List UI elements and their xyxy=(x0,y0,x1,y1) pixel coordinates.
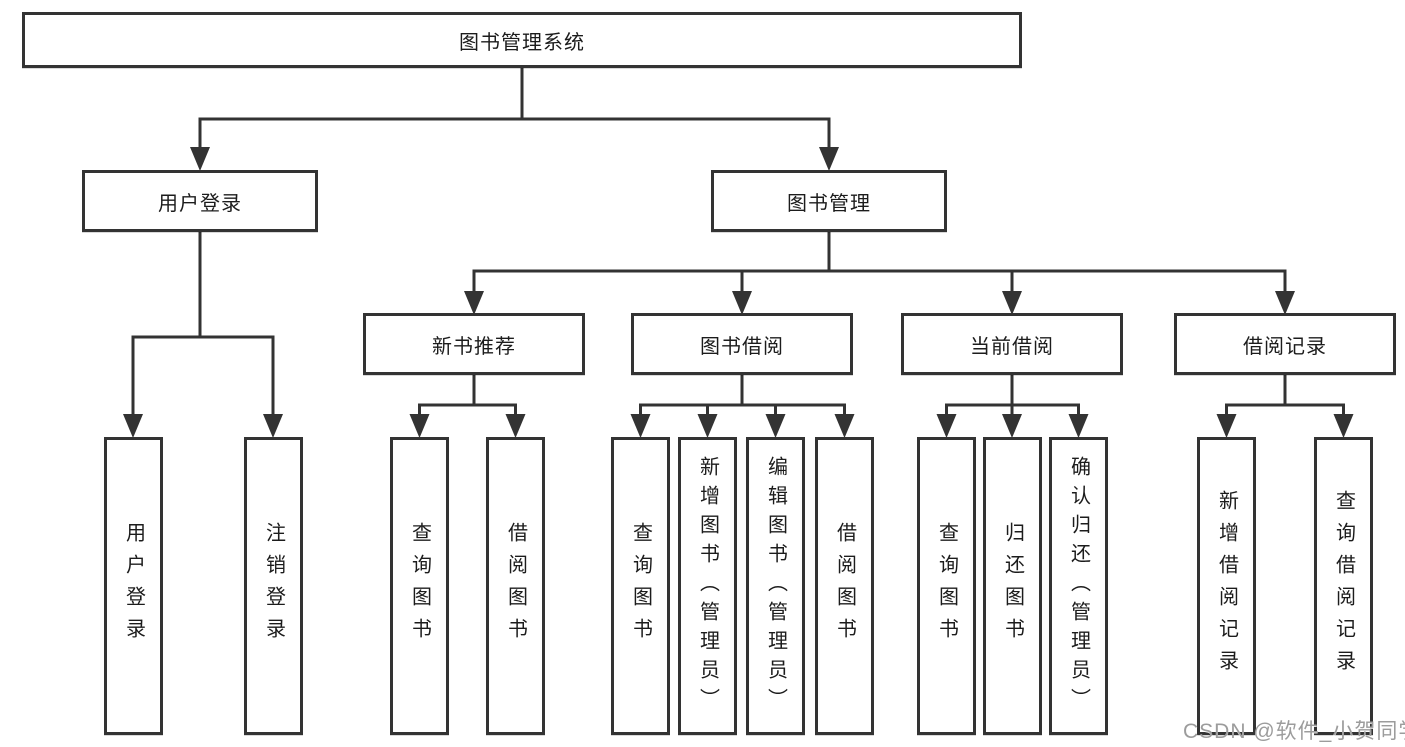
leaf-label: 确认归还（管理员） xyxy=(1067,455,1090,717)
leaf-label: 用户登录 xyxy=(122,522,145,650)
leaf-return-books: 归还图书 xyxy=(983,437,1042,735)
leaf-edit-books-admin: 编辑图书（管理员） xyxy=(746,437,805,735)
leaf-add-borrow-record: 新增借阅记录 xyxy=(1197,437,1256,735)
node-label: 图书管理系统 xyxy=(459,31,585,54)
arrowheads xyxy=(123,147,1354,438)
node-book-borrow: 图书借阅 xyxy=(631,313,853,375)
leaf-label: 查询借阅记录 xyxy=(1332,490,1355,682)
connector-lines xyxy=(131,68,1345,416)
node-current-borrow: 当前借阅 xyxy=(901,313,1123,375)
leaf-label: 编辑图书（管理员） xyxy=(764,455,787,717)
node-user-login-branch: 用户登录 xyxy=(82,170,318,232)
node-new-book-recommend: 新书推荐 xyxy=(363,313,585,375)
node-label: 图书借阅 xyxy=(700,335,784,358)
leaf-label: 查询图书 xyxy=(408,522,431,650)
node-label: 当前借阅 xyxy=(970,335,1054,358)
node-label: 图书管理 xyxy=(787,192,871,215)
leaf-label: 查询图书 xyxy=(935,522,958,650)
leaf-logout: 注销登录 xyxy=(244,437,303,735)
leaf-label: 新增借阅记录 xyxy=(1215,490,1238,682)
leaf-label: 归还图书 xyxy=(1001,522,1024,650)
leaf-add-books-admin: 新增图书（管理员） xyxy=(678,437,737,735)
node-label: 用户登录 xyxy=(158,192,242,215)
leaf-query-borrow-record: 查询借阅记录 xyxy=(1314,437,1373,735)
leaf-borrow-books: 借阅图书 xyxy=(815,437,874,735)
node-book-management-branch: 图书管理 xyxy=(711,170,947,232)
leaf-label: 查询图书 xyxy=(629,522,652,650)
leaf-borrow-books-recommend: 借阅图书 xyxy=(486,437,545,735)
leaf-query-books-borrow: 查询图书 xyxy=(611,437,670,735)
node-label: 新书推荐 xyxy=(432,335,516,358)
csdn-watermark: CSDN @软件_小贺同学 xyxy=(1183,720,1405,743)
leaf-label: 新增图书（管理员） xyxy=(696,455,719,717)
leaf-user-login: 用户登录 xyxy=(104,437,163,735)
node-label: 借阅记录 xyxy=(1243,335,1327,358)
leaf-query-books-current: 查询图书 xyxy=(917,437,976,735)
leaf-query-books-recommend: 查询图书 xyxy=(390,437,449,735)
leaf-label: 借阅图书 xyxy=(833,522,856,650)
leaf-label: 借阅图书 xyxy=(504,522,527,650)
leaf-confirm-return-admin: 确认归还（管理员） xyxy=(1049,437,1108,735)
node-borrow-records: 借阅记录 xyxy=(1174,313,1396,375)
leaf-label: 注销登录 xyxy=(262,522,285,650)
node-library-system-root: 图书管理系统 xyxy=(22,12,1022,68)
